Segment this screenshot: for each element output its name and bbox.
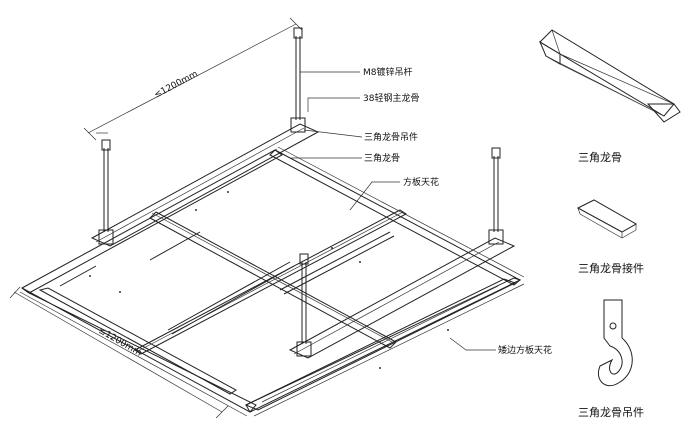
main-keel-rear xyxy=(90,123,320,247)
bottom-dimension-line: ≤1200mm xyxy=(9,286,229,419)
callout-rod: M8镀锌吊杆 xyxy=(300,66,413,78)
callout-main-keel: 38轻钢主龙骨 xyxy=(307,92,419,112)
triangle-keel-part xyxy=(538,29,681,123)
main-keel-front xyxy=(288,237,516,359)
connector-part xyxy=(576,199,638,239)
ceiling-grid-frame xyxy=(19,146,525,417)
hanger-rod-4 xyxy=(296,253,312,357)
callout-rod-label: M8镀锌吊杆 xyxy=(363,66,413,78)
edge-panel-front xyxy=(38,278,517,411)
part-hanger-label: 三角龙骨吊件 xyxy=(578,406,644,419)
callout-edge-panel: 矮边方板天花 xyxy=(449,337,552,356)
callout-panel-label: 方板天花 xyxy=(403,176,439,188)
callout-hanger: 三角龙骨吊件 xyxy=(303,129,418,143)
callout-panel: 方板天花 xyxy=(349,176,439,211)
callout-edge-panel-label: 矮边方板天花 xyxy=(498,344,552,356)
top-dimension-label: ≤1200mm xyxy=(153,69,200,100)
callout-main-keel-label: 38轻钢主龙骨 xyxy=(363,92,419,104)
part-connector-label: 三角龙骨接件 xyxy=(578,262,644,275)
callout-triangle-keel: 三角龙骨 xyxy=(290,152,400,164)
hanger-rod-3 xyxy=(488,147,504,245)
callout-triangle-keel-label: 三角龙骨 xyxy=(364,152,400,164)
top-dimension-line: ≤1200mm xyxy=(83,17,303,141)
part-triangle-keel-label: 三角龙骨 xyxy=(578,151,622,164)
hanger-rod-1 xyxy=(290,27,306,133)
hanger-part xyxy=(598,299,633,387)
callout-hanger-label: 三角龙骨吊件 xyxy=(364,131,418,143)
hanger-rod-2 xyxy=(98,139,114,245)
